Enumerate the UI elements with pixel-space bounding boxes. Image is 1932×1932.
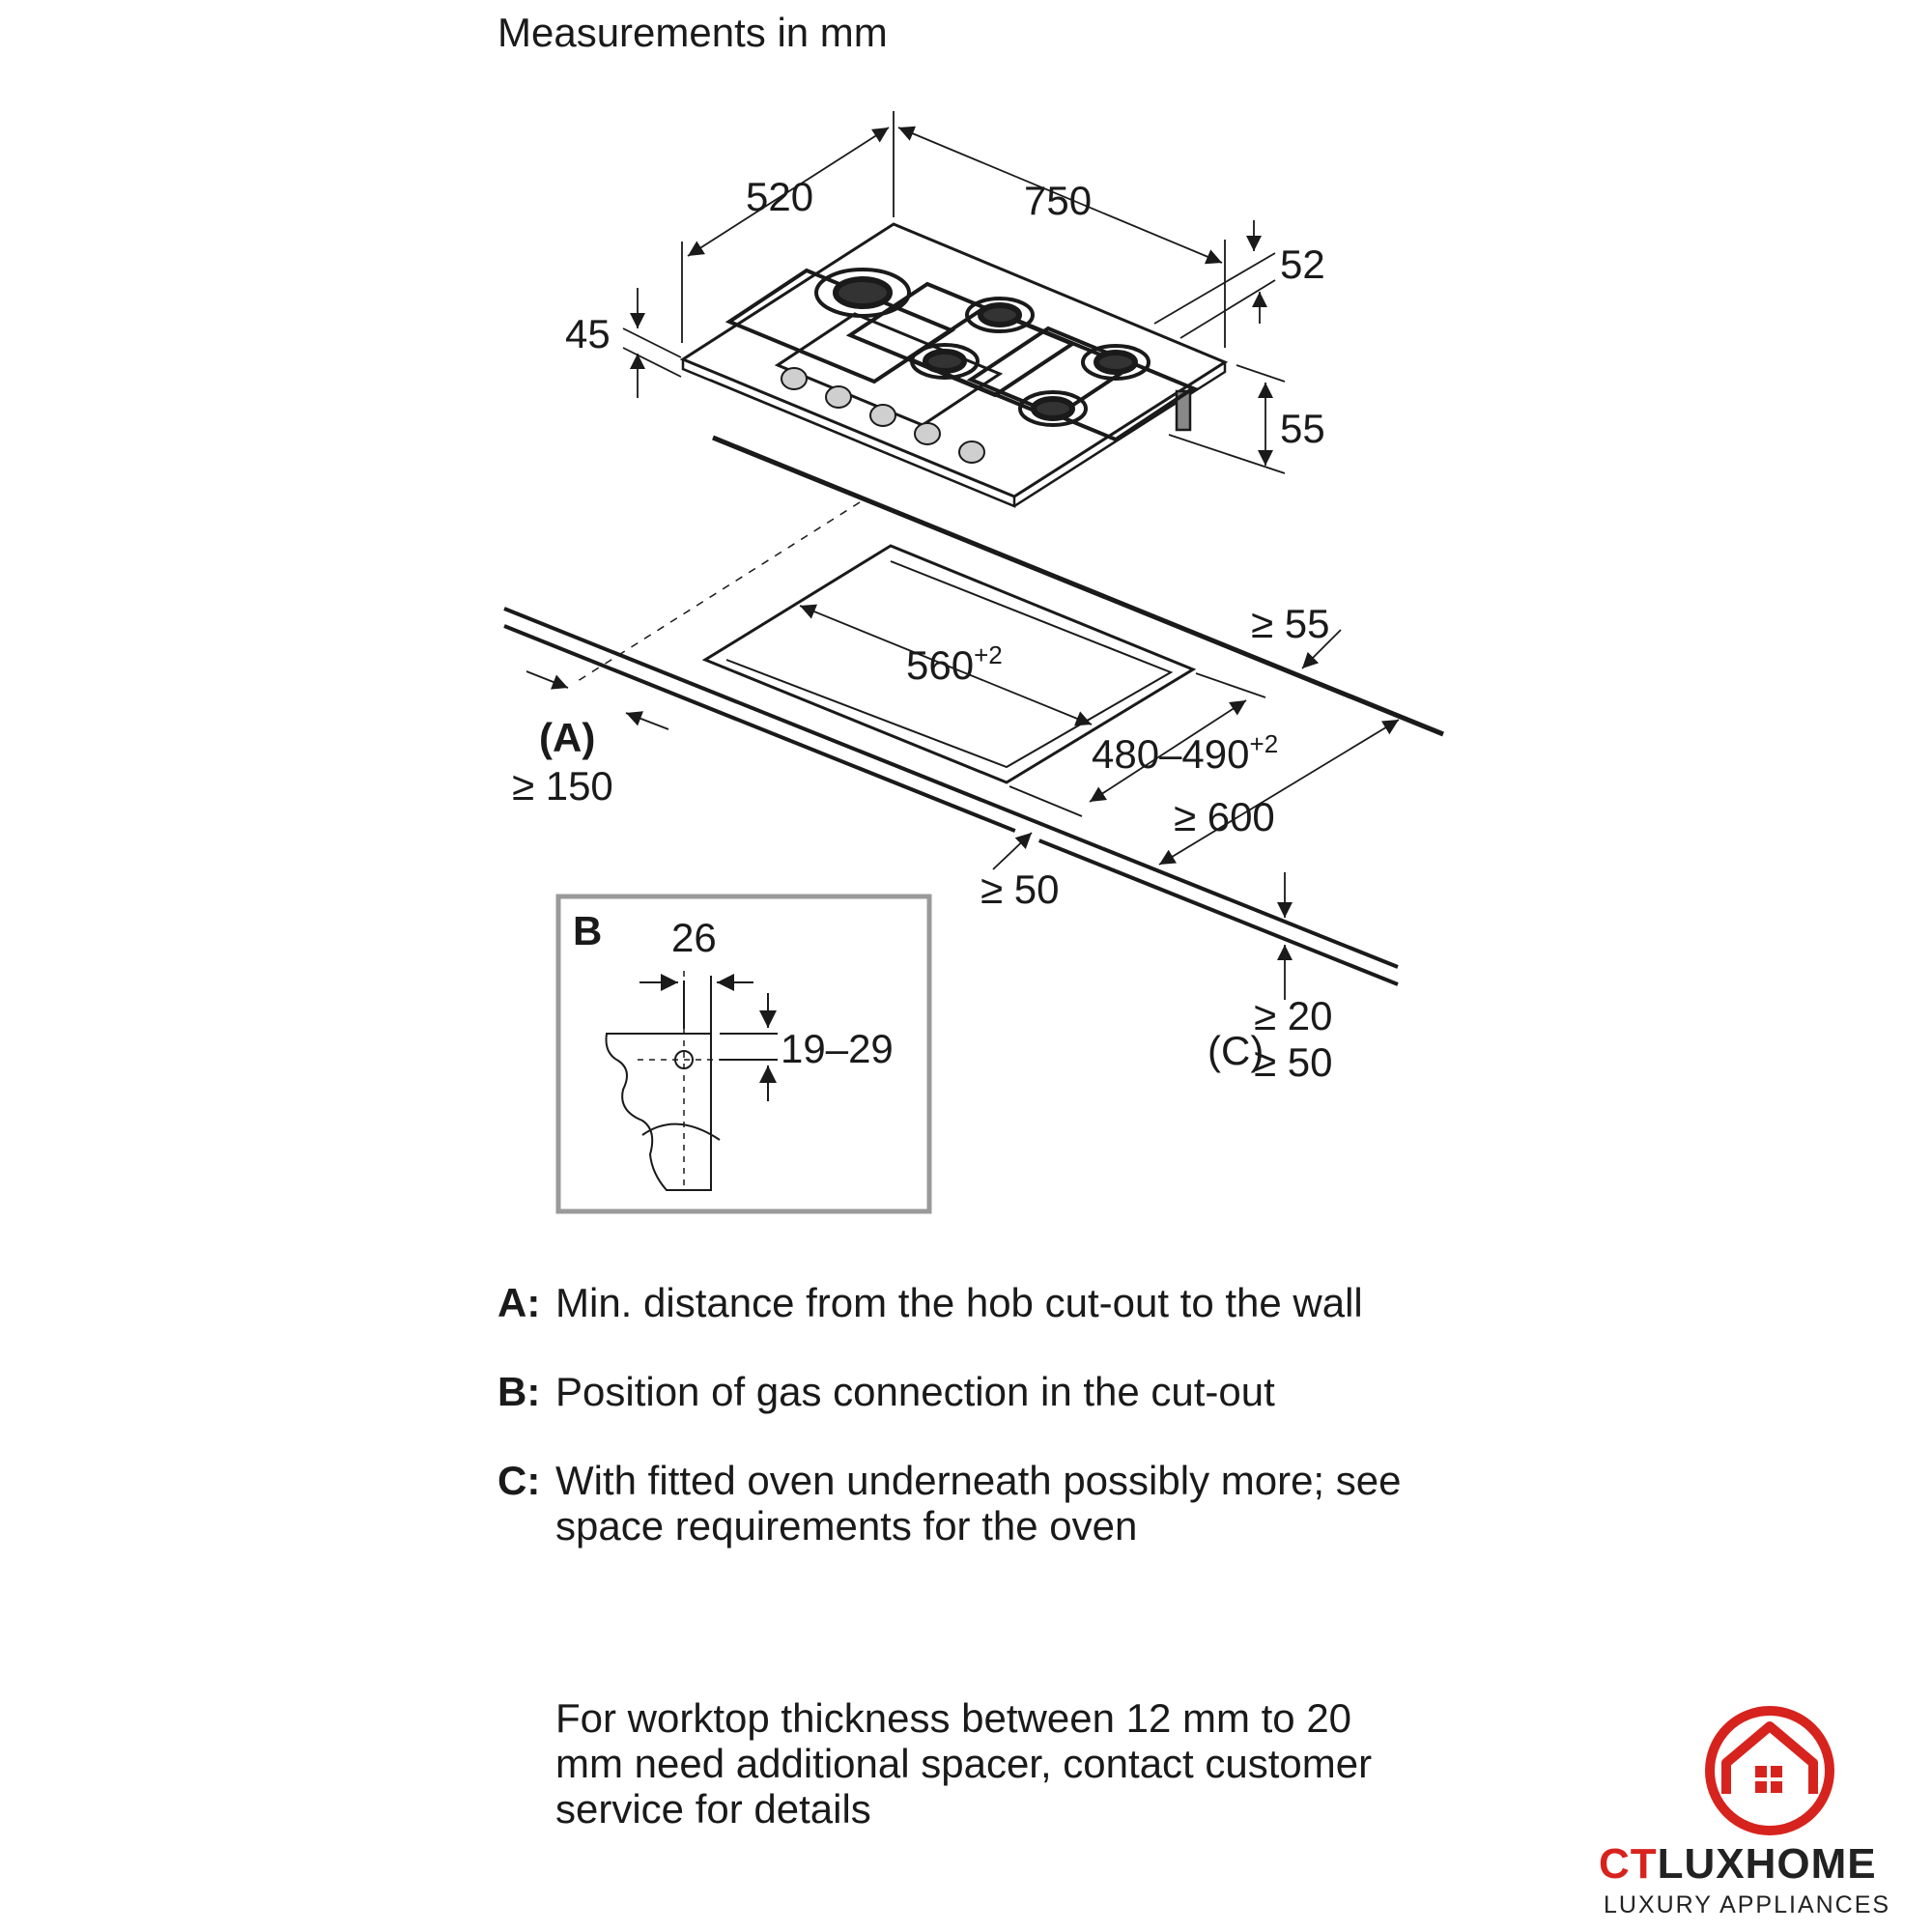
label-c: (C) bbox=[1208, 1028, 1264, 1073]
hob-dimension-lines bbox=[622, 111, 1286, 474]
detail-b-offset: 26 bbox=[671, 915, 717, 960]
legend-key: C: bbox=[497, 1458, 541, 1503]
legend-item-b: B: Position of gas connection in the cut… bbox=[497, 1369, 1425, 1414]
label-min-wall: ≥ 150 bbox=[512, 763, 613, 809]
worktop-drawing bbox=[503, 435, 1444, 986]
logo-brand-ct: CT bbox=[1599, 1840, 1658, 1888]
wall-reference-line bbox=[577, 501, 861, 682]
worktop-front-edge-bottom bbox=[503, 624, 1399, 986]
detail-b-box: B 26 19–29 bbox=[555, 894, 932, 1214]
legend-item-a: A: Min. distance from the hob cut-out to… bbox=[497, 1280, 1425, 1325]
worktop-front-edge-top bbox=[503, 607, 1399, 969]
label-480-490: 480–490+2 bbox=[1092, 729, 1278, 777]
label-min-rear: ≥ 55 bbox=[1251, 601, 1329, 646]
label-worktop-alt: ≥ 50 bbox=[1254, 1039, 1332, 1085]
page-title: Measurements in mm bbox=[497, 10, 888, 55]
worktop-dimension-lines bbox=[526, 604, 1400, 1000]
knob-3 bbox=[869, 404, 896, 427]
burner-rear-right bbox=[1081, 344, 1151, 381]
legend-item-c: C: With fitted oven underneath possibly … bbox=[497, 1458, 1425, 1548]
legend: A: Min. distance from the hob cut-out to… bbox=[497, 1280, 1425, 1592]
knob-1 bbox=[781, 367, 808, 390]
worktop-profile bbox=[605, 1033, 712, 1191]
gas-connector bbox=[1175, 389, 1192, 432]
label-55: 55 bbox=[1280, 406, 1325, 451]
dim-line-560 bbox=[799, 604, 1093, 726]
dim-line-520 bbox=[687, 127, 890, 257]
hob-cutout bbox=[701, 544, 1197, 784]
label-520: 520 bbox=[746, 174, 813, 219]
dimension-labels: 520 750 52 45 55 560+2 480–490+2 ≥ 55 ≥ … bbox=[512, 174, 1332, 1085]
dim-line-750 bbox=[897, 126, 1223, 265]
burners bbox=[814, 268, 1151, 427]
hob-drawing bbox=[679, 222, 1229, 508]
logo-tagline: LUXURY APPLIANCES bbox=[1604, 1891, 1891, 1918]
hob-under-body bbox=[709, 379, 1199, 508]
control-knobs bbox=[781, 367, 985, 464]
legend-key: A: bbox=[497, 1280, 541, 1325]
label-min-front: ≥ 50 bbox=[980, 867, 1059, 912]
dim-line-600 bbox=[1158, 719, 1400, 866]
burner-rear-center bbox=[965, 297, 1035, 333]
label-560: 560+2 bbox=[906, 640, 1003, 688]
legend-text: Min. distance from the hob cut-out to th… bbox=[555, 1280, 1363, 1325]
legend-key: B: bbox=[497, 1369, 541, 1414]
detail-b-label: B bbox=[573, 908, 602, 953]
label-min-worktop-depth: ≥ 600 bbox=[1174, 794, 1275, 839]
logo-brand: CTLUXHOME bbox=[1599, 1840, 1877, 1889]
spacer-note: For worktop thickness between 12 mm to 2… bbox=[555, 1695, 1373, 1832]
label-45: 45 bbox=[565, 311, 611, 356]
label-750: 750 bbox=[1024, 178, 1092, 223]
burner-front-right bbox=[1018, 390, 1088, 427]
ctluxhome-logo-icon bbox=[1705, 1706, 1834, 1835]
knob-4 bbox=[914, 422, 941, 445]
label-52: 52 bbox=[1280, 242, 1325, 287]
logo-brand-rest: LUXHOME bbox=[1657, 1840, 1877, 1888]
label-worktop-min: ≥ 20 bbox=[1254, 993, 1332, 1038]
burner-front-left bbox=[910, 343, 980, 380]
legend-text: Position of gas connection in the cut-ou… bbox=[555, 1369, 1275, 1414]
worktop-rear-edge bbox=[712, 435, 1444, 737]
burner-wok bbox=[814, 268, 911, 318]
knob-5 bbox=[958, 440, 985, 464]
gas-connection-point bbox=[674, 1050, 694, 1069]
legend-text: With fitted oven underneath possibly mor… bbox=[555, 1458, 1402, 1548]
label-a: (A) bbox=[539, 715, 595, 760]
detail-b-height: 19–29 bbox=[781, 1026, 894, 1071]
knob-2 bbox=[825, 385, 852, 409]
